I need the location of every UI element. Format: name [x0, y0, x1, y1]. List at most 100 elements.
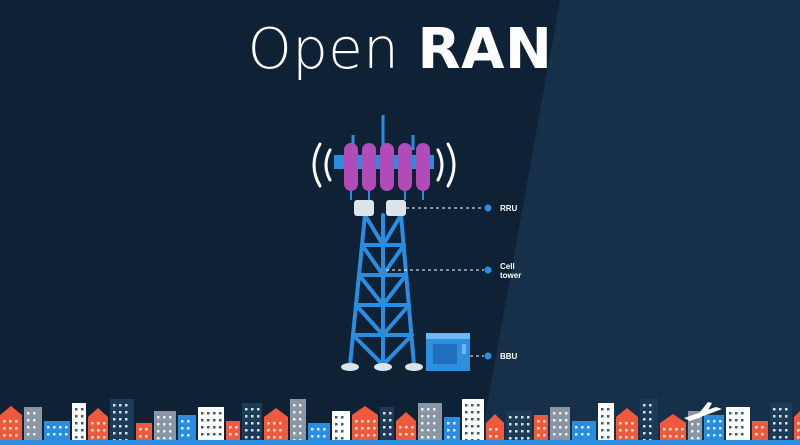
skyline-window [293, 432, 296, 435]
tower-feet [341, 363, 423, 371]
skyline-window [81, 422, 84, 425]
skyline-window [537, 427, 540, 430]
skyline-window [495, 435, 498, 438]
skyline-window [421, 429, 424, 432]
skyline-window [663, 428, 666, 431]
skyline-window [797, 429, 800, 432]
skyline-window [515, 416, 518, 419]
skyline-window [251, 436, 254, 439]
skyline-window [601, 415, 604, 418]
skyline-window [299, 404, 302, 407]
skyline-window [697, 437, 700, 440]
skyline-window [213, 426, 216, 429]
skyline-window [219, 426, 222, 429]
skyline-window [559, 419, 562, 422]
skyline-window [367, 434, 370, 437]
skyline-window [735, 426, 738, 429]
skyline-window [113, 418, 116, 421]
skyline-window [527, 423, 530, 426]
skyline-window [643, 425, 646, 428]
skyline-window [229, 426, 232, 429]
skyline-window [91, 436, 94, 439]
skyline-window [367, 420, 370, 423]
skyline-window [607, 422, 610, 425]
skyline-window [317, 428, 320, 431]
skyline-window [119, 411, 122, 414]
skyline-window [465, 404, 468, 407]
skyline-window [213, 433, 216, 436]
skyline-window [299, 425, 302, 428]
skyline-window [251, 422, 254, 425]
skyline-window [97, 422, 100, 425]
skyline-window [47, 433, 50, 436]
skyline-window [411, 426, 414, 429]
skyline-window [797, 422, 800, 425]
skyline-window [125, 418, 128, 421]
skyline-window [785, 436, 788, 439]
skyline-window [119, 418, 122, 421]
skyline-window [719, 434, 722, 437]
skyline-building [110, 399, 134, 445]
title-light: Open [247, 17, 400, 82]
skyline-window [649, 411, 652, 414]
skyline-window [279, 436, 282, 439]
label-rru: RRU [500, 204, 518, 213]
skyline-window [477, 404, 480, 407]
skyline-window [75, 415, 78, 418]
bbu-cabinet-icon [426, 333, 470, 371]
skyline-window [601, 408, 604, 411]
skyline-window [201, 419, 204, 422]
page-title: Open RAN [0, 18, 800, 82]
skyline-window [169, 416, 172, 419]
skyline-window [399, 426, 402, 429]
skyline-window [33, 433, 36, 436]
skyline-window [643, 411, 646, 414]
skyline-window [75, 422, 78, 425]
skyline-window [735, 412, 738, 415]
leader-lines [386, 207, 484, 357]
skyline-window [447, 422, 450, 425]
skyline-window [207, 419, 210, 422]
skyline-window [643, 432, 646, 435]
skyline-window [607, 408, 610, 411]
skyline-window [163, 437, 166, 440]
skyline-window [373, 420, 376, 423]
skyline-window [729, 426, 732, 429]
skyline-window [773, 429, 776, 432]
skyline-window [521, 416, 524, 419]
skyline-window [245, 436, 248, 439]
skyline-building [154, 411, 176, 445]
skyline-window [341, 430, 344, 433]
skyline-roof [794, 411, 800, 417]
skyline-window [601, 429, 604, 432]
skyline-window [373, 434, 376, 437]
skyline-window [773, 408, 776, 411]
skyline-window [735, 419, 738, 422]
skyline-window [367, 427, 370, 430]
skyline-window [125, 425, 128, 428]
skyline-window [405, 426, 408, 429]
skyline-window [9, 427, 12, 430]
skyline-window [735, 433, 738, 436]
skyline-window [53, 433, 56, 436]
skyline-window [181, 434, 184, 437]
airplane-icon [684, 402, 722, 421]
skyline-window [251, 415, 254, 418]
skyline-building [332, 411, 350, 445]
skyline-window [113, 432, 116, 435]
skyline-window [65, 433, 68, 436]
skyline-window [631, 429, 634, 432]
skyline-window [157, 423, 160, 426]
skyline-window [27, 426, 30, 429]
skyline-window [15, 420, 18, 423]
skyline-window [251, 408, 254, 411]
skyline-window [9, 434, 12, 437]
skyline-window [421, 408, 424, 411]
skyline-window [779, 408, 782, 411]
skyline-window [707, 434, 710, 437]
skyline-roof [396, 412, 416, 421]
skyline-window [713, 427, 716, 430]
skyline-window [299, 432, 302, 435]
skyline-window [565, 426, 568, 429]
